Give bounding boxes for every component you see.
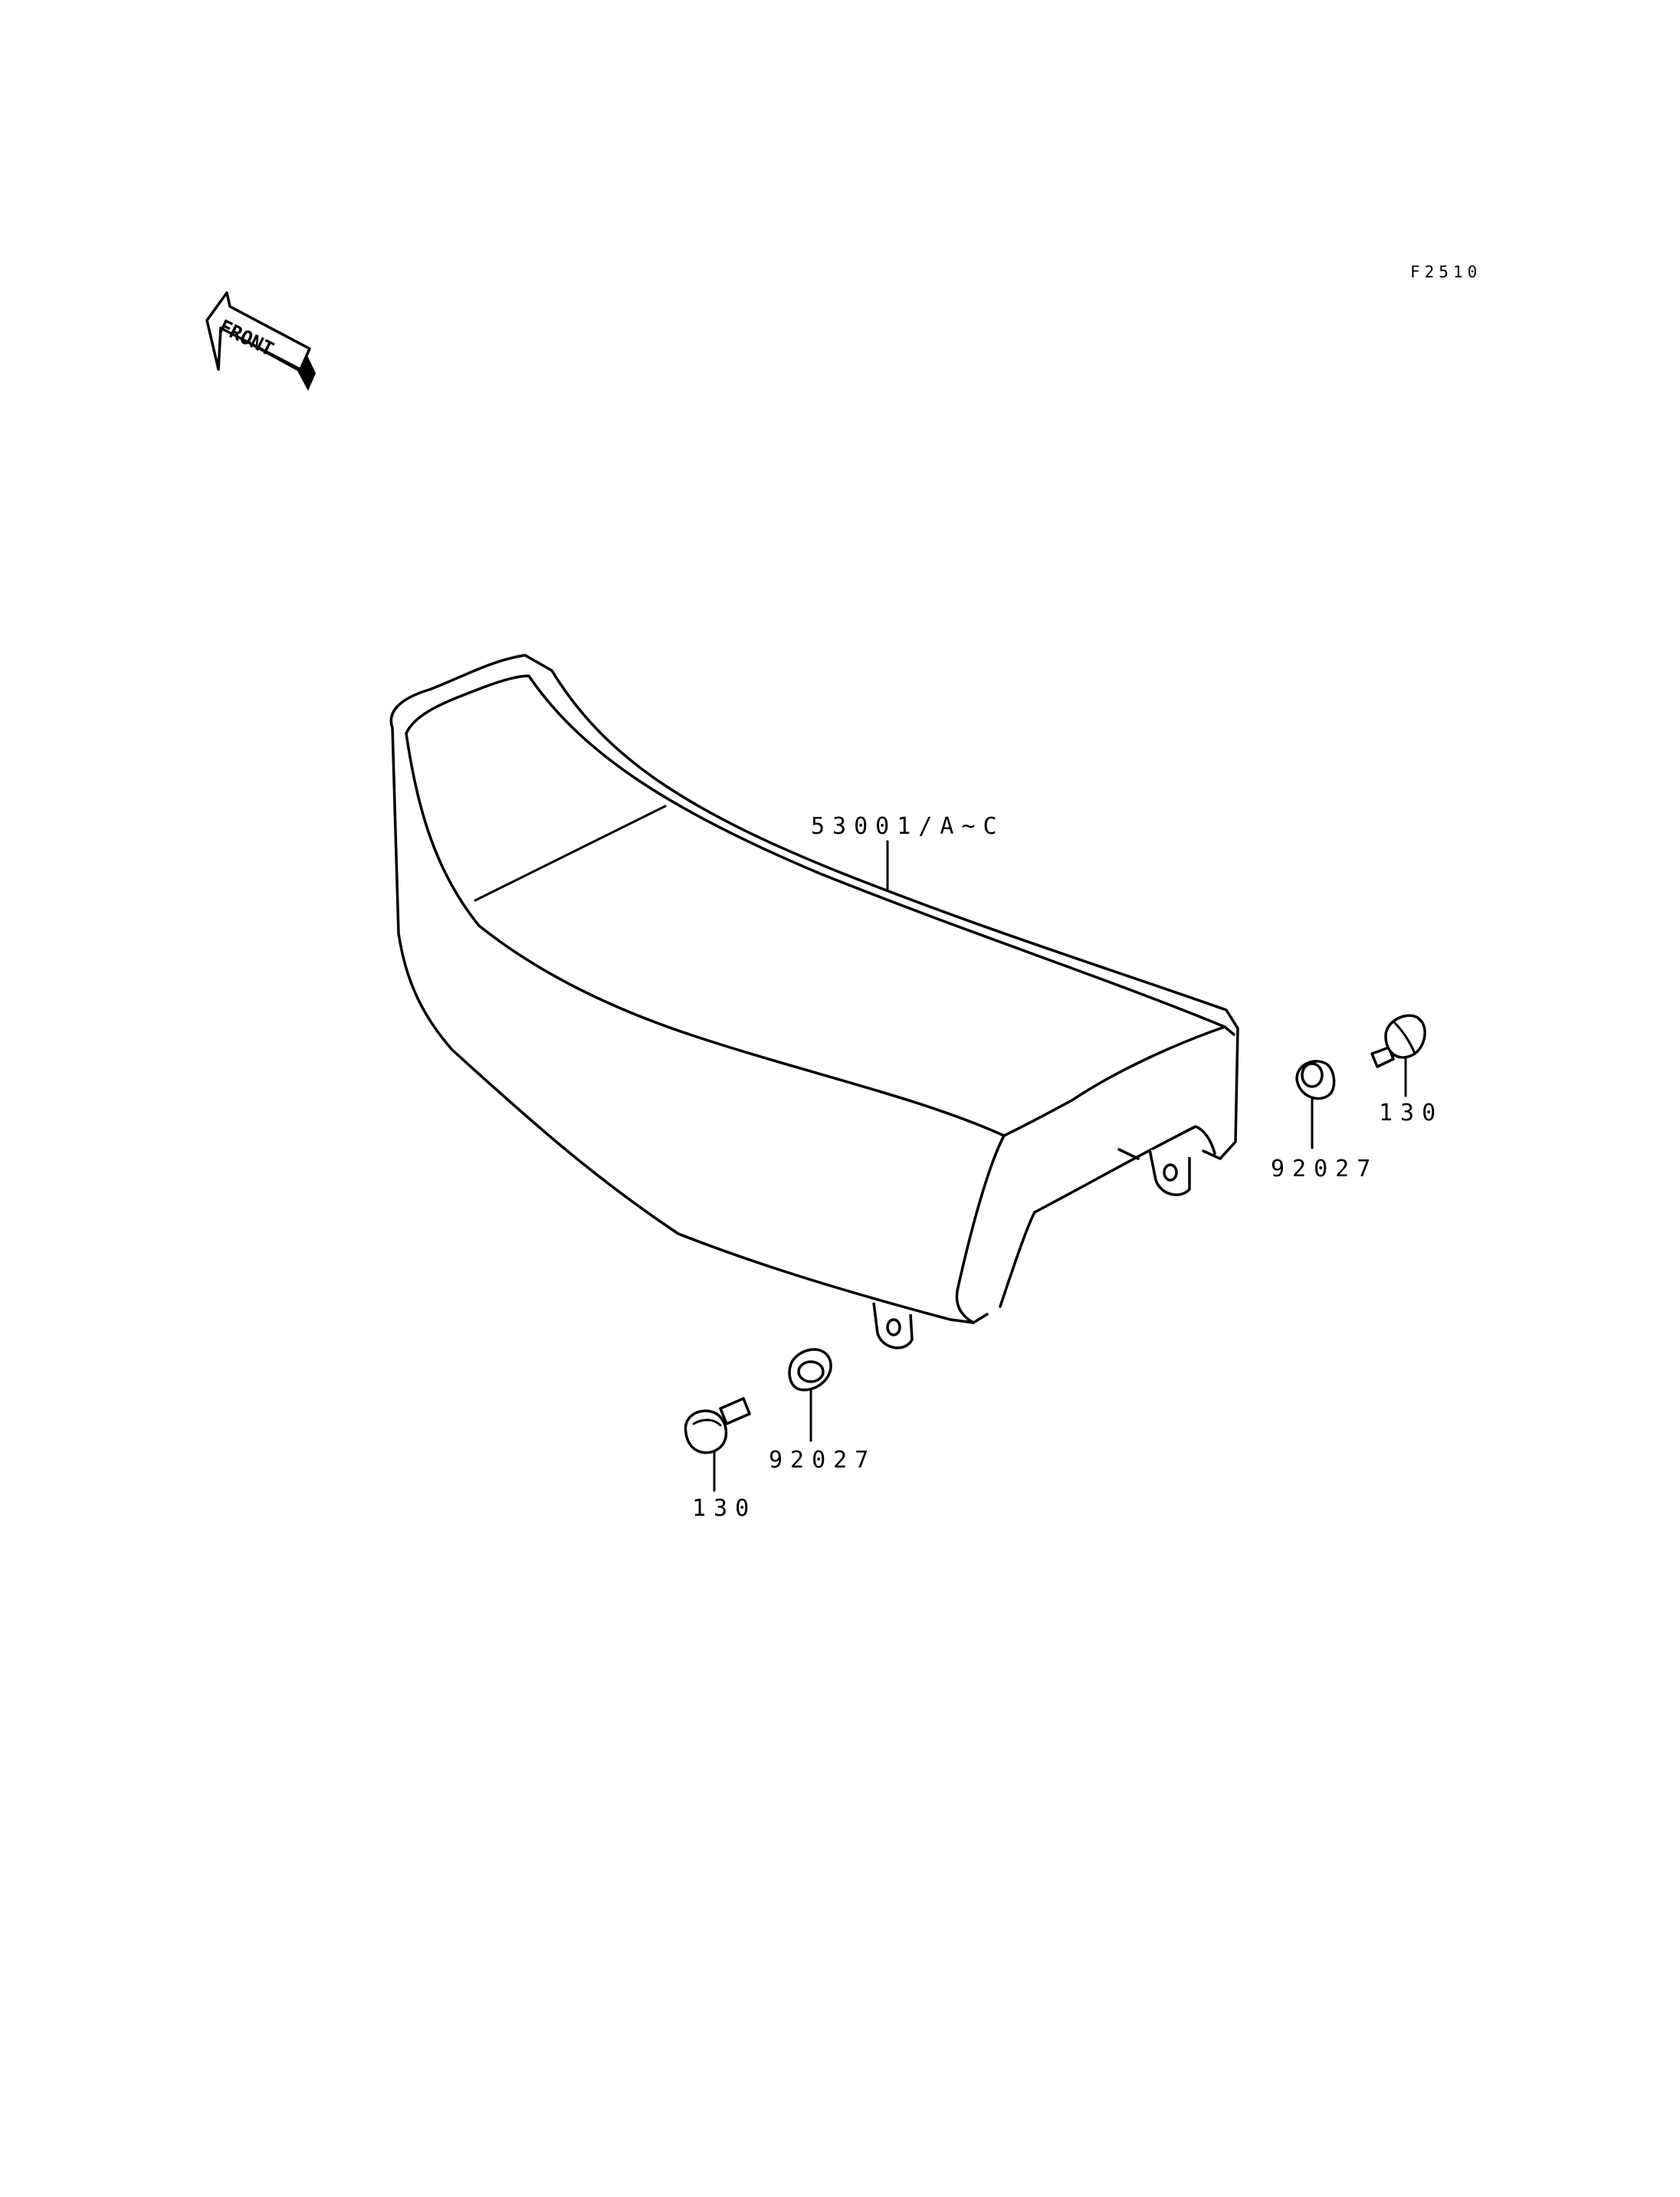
bolt-right-icon [1370,1014,1426,1068]
bolt-left-part-number: 130 [692,1495,756,1522]
figure-code: F2510 [1410,263,1481,281]
front-arrow-icon: FRONT [205,291,316,391]
collar-right-icon [1295,1060,1336,1100]
collar-left-icon [788,1348,832,1392]
bolt-left-icon [684,1397,751,1454]
bolt-right-part-number: 130 [1379,1100,1443,1126]
seat-part-number: 53001/A~C [811,813,1005,840]
collar-right-part-number: 92027 [1271,1156,1378,1182]
seat-drawing [389,654,1239,1349]
collar-left-part-number: 92027 [769,1447,876,1474]
